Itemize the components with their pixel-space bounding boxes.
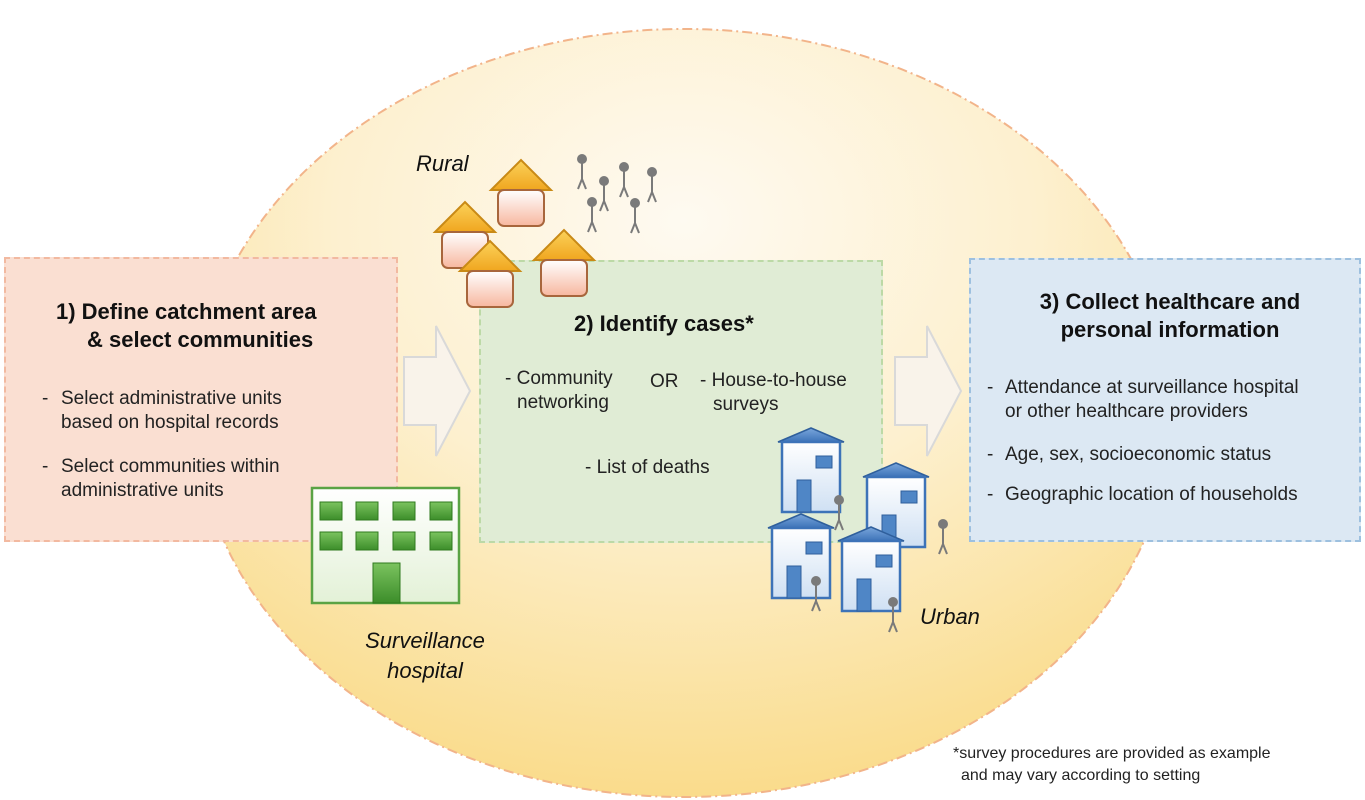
rural-house-icon [490,159,552,227]
list-of-deaths-text: - List of deaths [585,457,710,478]
person-icon [629,197,641,234]
person-icon [618,161,630,198]
person-icon [576,153,588,190]
list-item: - Age, sex, socioeconomic status [987,444,1272,465]
arrow-right-2 [894,325,963,457]
person-icon [598,175,610,212]
step-identify-title: 2) Identify cases* [574,311,754,336]
person-icon [646,166,658,203]
list-item: - Select administrative units based on h… [42,388,282,433]
hospital-label: Surveillance hospital [365,628,485,683]
list-item: - Select communities within administrati… [42,456,280,501]
list-item: - Geographic location of households [987,484,1298,505]
person-icon [586,196,598,233]
list-dash: - [42,388,49,409]
step-define-title: 1) Define catchment area & select commun… [56,298,376,354]
person-icon [887,596,899,633]
community-networking-text: - Community networking [505,368,613,413]
rural-label: Rural [416,151,469,176]
step-collect-title-line2: personal information [1060,317,1280,342]
step-define-title-line2: & select communities [87,327,314,352]
rural-house-icon [533,229,595,297]
step-collect-box [969,258,1361,542]
hospital-building-icon [310,486,461,605]
person-icon [937,518,949,555]
step-collect-title-line1: 3) Collect healthcare and [1039,289,1301,314]
step-define-title-line1: 1) Define catchment area [56,299,317,324]
list-dash: - [42,456,49,477]
urban-house-icon [766,512,836,600]
or-text: OR [650,371,679,392]
footnote: *survey procedures are provided as examp… [953,745,1271,784]
urban-label: Urban [920,604,980,629]
house-to-house-text: - House-to-house surveys [700,370,847,415]
arrow-right-1 [403,325,472,457]
list-item: - Attendance at surveillance hospital or… [987,377,1299,422]
step-collect-title: 3) Collect healthcare and personal infor… [1000,288,1340,344]
